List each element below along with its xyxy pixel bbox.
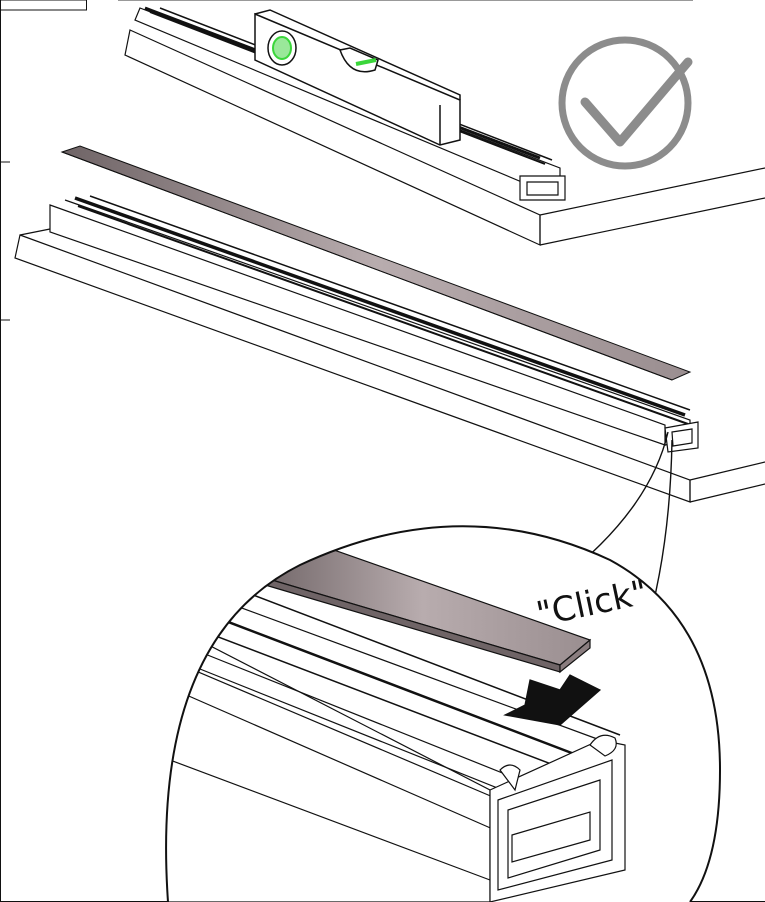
zoom-detail	[165, 525, 722, 902]
zoom-circle-outline	[165, 525, 722, 902]
top-shelf	[124, 29, 765, 246]
middle-rail-profile	[49, 195, 699, 453]
insert-arrow-icon	[503, 674, 602, 726]
check-circle-icon	[558, 36, 693, 170]
corner-tab	[0, 0, 87, 11]
spirit-level-icon	[254, 9, 461, 146]
middle-shelf	[14, 227, 765, 503]
cover-strip	[60, 145, 692, 381]
